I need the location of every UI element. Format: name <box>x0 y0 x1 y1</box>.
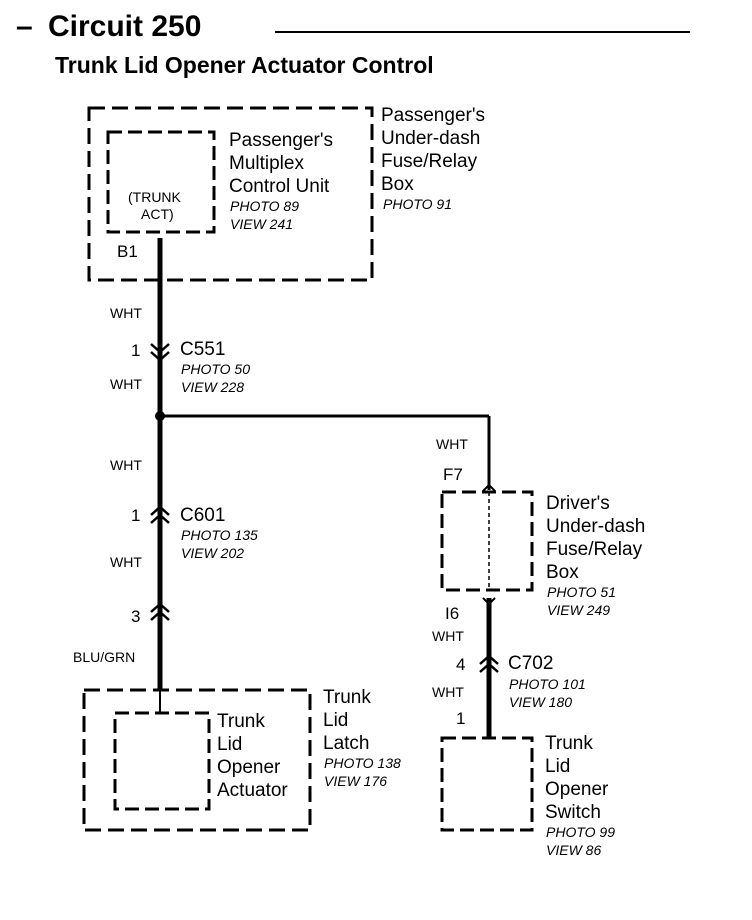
wire-color-label-4: WHT <box>110 554 142 570</box>
title-dash: – <box>16 10 33 43</box>
multiplex-view: VIEW 241 <box>230 216 294 232</box>
switch-pin: 1 <box>456 709 466 728</box>
passenger-box-label-2: Under-dash <box>381 128 481 149</box>
multiplex-inner-label-2: ACT) <box>141 206 174 222</box>
actuator-label-1: Trunk <box>217 711 265 732</box>
passenger-box-label-1: Passenger's <box>381 105 485 126</box>
c601-view: VIEW 202 <box>181 545 245 561</box>
c601-photo: PHOTO 135 <box>181 527 258 543</box>
c702-photo: PHOTO 101 <box>509 676 586 692</box>
opener-switch-outline <box>440 736 534 832</box>
driver-box-pin-f7: F7 <box>443 465 463 484</box>
c702-pin: 4 <box>456 655 466 674</box>
c601-pin: 1 <box>131 506 141 525</box>
latch-view: VIEW 176 <box>324 773 388 789</box>
multiplex-photo: PHOTO 89 <box>230 198 299 214</box>
driver-box-photo: PHOTO 51 <box>547 584 616 600</box>
passenger-box-label-3: Fuse/Relay <box>381 151 478 172</box>
switch-label-3: Opener <box>545 779 609 800</box>
c551-pin: 1 <box>131 341 141 360</box>
driver-box-label-1: Driver's <box>546 493 610 514</box>
latch-label-2: Lid <box>323 710 349 731</box>
latch-connector-pin: 3 <box>131 607 141 626</box>
wire-color-label-3: WHT <box>110 457 142 473</box>
c601-name: C601 <box>180 505 226 526</box>
switch-label-1: Trunk <box>545 733 593 754</box>
driver-fuse-box-outline <box>440 490 534 592</box>
actuator-label-4: Actuator <box>217 780 288 801</box>
multiplex-label-3: Control Unit <box>229 176 330 197</box>
wire-color-label-1: WHT <box>110 305 142 321</box>
wire-color-label-2: WHT <box>110 376 142 392</box>
c702-view: VIEW 180 <box>509 694 573 710</box>
passenger-box-label-4: Box <box>381 174 414 195</box>
actuator-label-3: Opener <box>217 757 281 778</box>
c551-connector-symbol <box>150 343 170 362</box>
switch-photo: PHOTO 99 <box>546 824 615 840</box>
wire-color-label-7: WHT <box>432 628 464 644</box>
c551-photo: PHOTO 50 <box>181 361 250 377</box>
c702-name: C702 <box>508 653 554 674</box>
multiplex-label-1: Passenger's <box>229 130 333 151</box>
c551-name: C551 <box>180 339 226 360</box>
switch-label-2: Lid <box>545 756 571 777</box>
actuator-outline <box>113 711 211 811</box>
driver-box-label-3: Fuse/Relay <box>546 539 643 560</box>
c702-connector-symbol <box>479 654 499 673</box>
switch-label-4: Switch <box>545 802 601 823</box>
actuator-label-2: Lid <box>217 734 243 755</box>
multiplex-inner-label-1: (TRUNK <box>128 189 181 205</box>
wire-color-label-5: BLU/GRN <box>73 649 136 665</box>
page-subtitle: Trunk Lid Opener Actuator Control <box>55 52 434 78</box>
c551-view: VIEW 228 <box>181 379 245 395</box>
driver-box-pin-i6: I6 <box>445 604 460 623</box>
passenger-fuse-box-outline <box>87 106 374 282</box>
driver-box-label-4: Box <box>546 562 579 583</box>
wire-color-label-8: WHT <box>432 684 464 700</box>
f7-pin-mark <box>482 483 496 492</box>
switch-view: VIEW 86 <box>546 842 602 858</box>
multiplex-unit-outline <box>106 130 216 234</box>
driver-box-label-2: Under-dash <box>546 516 646 537</box>
latch-label-1: Trunk <box>323 687 371 708</box>
page-title: Circuit 250 <box>48 10 202 43</box>
passenger-box-photo: PHOTO 91 <box>383 196 452 212</box>
wire-color-label-6: WHT <box>436 436 468 452</box>
latch-label-3: Latch <box>323 733 370 754</box>
latch-photo: PHOTO 138 <box>324 755 401 771</box>
latch-connector-symbol <box>150 602 170 621</box>
c601-connector-symbol <box>150 505 170 524</box>
multiplex-pin-b1: B1 <box>117 242 138 261</box>
multiplex-label-2: Multiplex <box>229 153 304 174</box>
driver-box-view: VIEW 249 <box>547 602 611 618</box>
